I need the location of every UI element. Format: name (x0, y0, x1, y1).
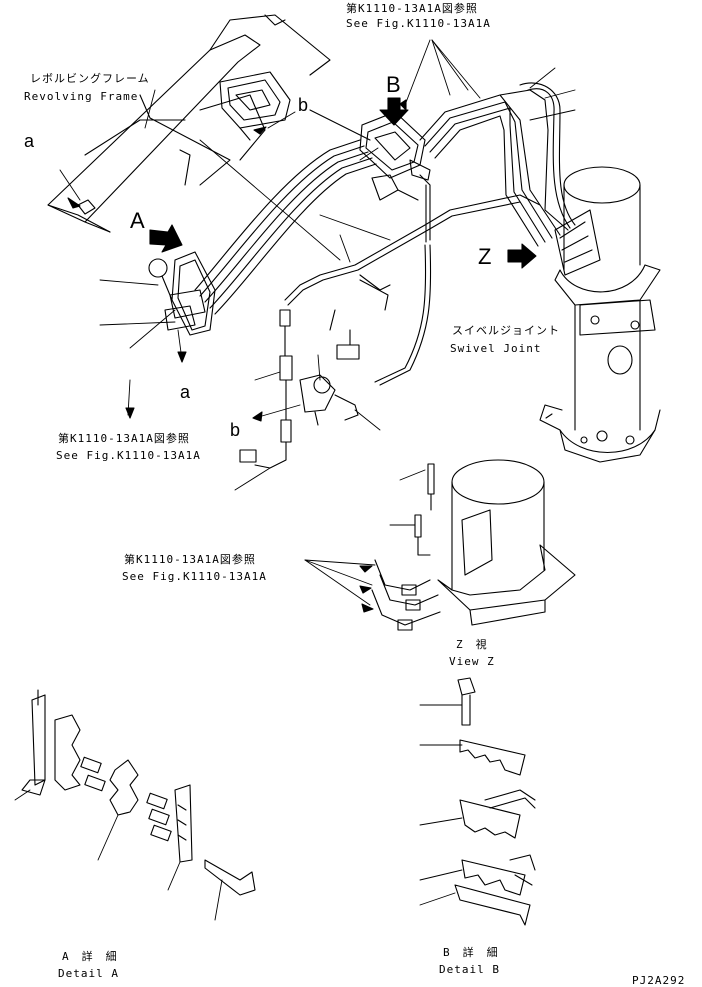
drawing-number: PJ2A292 (632, 974, 686, 987)
detail-a-label-jp: A 詳 細 (62, 950, 118, 963)
hose-clamp-a (149, 252, 215, 335)
marker-b-bottom: b (230, 420, 241, 440)
detail-a-label-en: Detail A (58, 967, 119, 980)
marker-B: B (386, 72, 401, 97)
detail-b-label-en: Detail B (439, 963, 500, 976)
hose-clamp-b (360, 112, 430, 242)
marker-a-top: a (24, 131, 35, 151)
marker-b-top: b (298, 95, 309, 115)
bracket-a-mount (78, 200, 95, 214)
detail-b-parts (455, 678, 535, 925)
see-fig-top-jp: 第K1110-13A1A図参照 (346, 2, 478, 15)
revolving-frame (48, 15, 370, 232)
see-fig-viewz-en: See Fig.K1110-13A1A (122, 570, 267, 583)
swivel-joint-label-jp: スイベルジョイント (452, 324, 560, 337)
detail-a-parts (22, 690, 255, 895)
arrow-z (508, 244, 536, 268)
bolt-b (372, 175, 398, 200)
view-z-label-jp: Z 視 (456, 638, 488, 651)
marker-A: A (130, 208, 145, 233)
arrows (68, 98, 536, 612)
marker-Z: Z (478, 244, 492, 269)
see-fig-left-en: See Fig.K1110-13A1A (56, 449, 201, 462)
detail-b-label-jp: B 詳 細 (443, 946, 499, 959)
revolving-frame-label-en: Revolving Frame (24, 90, 139, 103)
swivel-joint-label-en: Swivel Joint (450, 342, 542, 355)
leader-lines (15, 40, 575, 920)
see-fig-viewz-jp: 第K1110-13A1A図参照 (124, 553, 256, 566)
view-z (372, 460, 575, 630)
hose-bundle (195, 83, 575, 314)
view-z-label-en: View Z (449, 655, 495, 668)
swivel-joint (540, 167, 660, 462)
marker-a-bottom: a (180, 382, 191, 402)
see-fig-left-jp: 第K1110-13A1A図参照 (58, 432, 190, 445)
arrow-b (380, 98, 408, 125)
revolving-frame-label-jp: レボルビングフレーム (30, 72, 150, 85)
arrow-a (150, 225, 182, 252)
see-fig-top-en: See Fig.K1110-13A1A (346, 17, 491, 30)
